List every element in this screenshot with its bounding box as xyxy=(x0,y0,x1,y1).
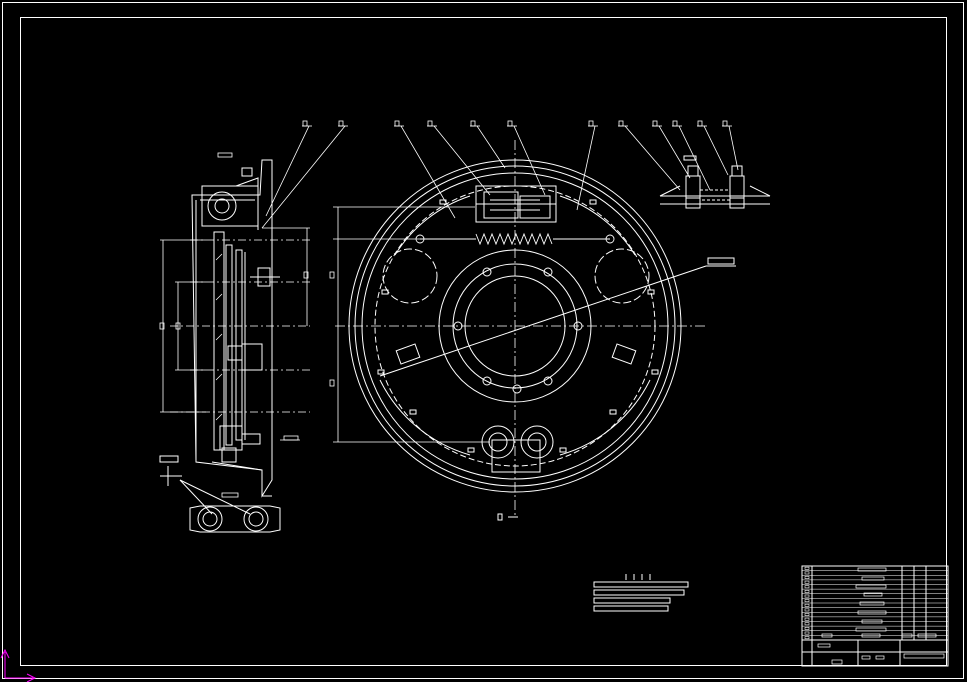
row-number-mark xyxy=(804,590,810,593)
row-number-mark xyxy=(804,608,810,612)
row-number-mark xyxy=(804,622,810,626)
ucs-icon xyxy=(0,648,37,682)
parts-list-text xyxy=(817,567,945,665)
row-number-mark xyxy=(804,585,810,589)
dimension-lines xyxy=(329,206,490,443)
title-block[interactable] xyxy=(801,565,949,667)
row-number-mark xyxy=(804,631,810,635)
row-number-mark xyxy=(804,594,810,598)
row-number-mark xyxy=(804,599,810,603)
row-number-mark xyxy=(804,571,810,575)
row-number-mark xyxy=(804,566,810,570)
detail-view[interactable] xyxy=(659,155,771,209)
section-dimensions xyxy=(159,152,310,498)
row-number-mark xyxy=(804,603,810,607)
section-view[interactable] xyxy=(170,159,310,498)
wheel-cylinder xyxy=(475,185,557,223)
rim-rivets xyxy=(377,199,659,453)
center-lines xyxy=(335,140,705,515)
row-number-mark xyxy=(804,613,810,616)
bolt-detail[interactable] xyxy=(159,455,281,533)
hub-bolt-holes xyxy=(453,267,583,394)
row-number-mark xyxy=(804,627,810,630)
row-number-mark xyxy=(804,580,810,584)
row-number-mark xyxy=(804,617,810,621)
callout-leaders xyxy=(261,120,739,229)
technical-notes xyxy=(593,574,689,612)
front-view[interactable] xyxy=(335,140,736,521)
row-number-mark xyxy=(804,636,810,640)
row-number-mark xyxy=(804,576,810,579)
